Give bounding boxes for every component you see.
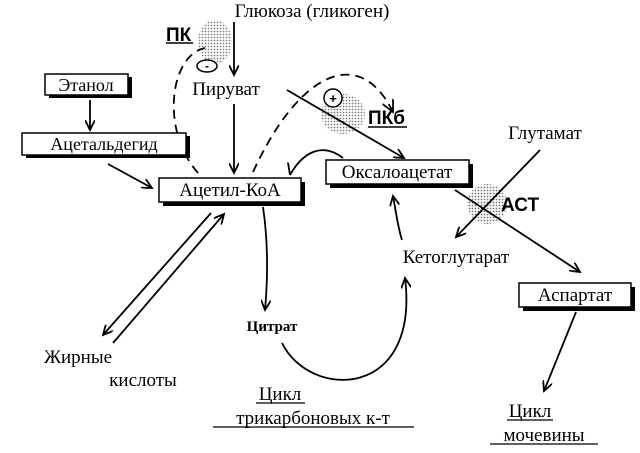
node-fatty-acids-line1: Жирные — [44, 347, 112, 368]
arrow-acetylcoa-to-citrate — [263, 206, 267, 310]
node-oxaloacetate: Оксалоацетат — [325, 159, 473, 188]
pk-shading — [198, 20, 232, 64]
arrow-acetylcoa-to-fattyacids — [103, 212, 212, 335]
node-ethanol-label: Этанол — [58, 75, 113, 95]
enzyme-ast: АСТ — [501, 195, 539, 216]
enzyme-pk: ПК — [166, 25, 192, 46]
node-glucose: Глюкоза (гликоген) — [235, 1, 390, 22]
inhibition-sign-text: - — [205, 59, 209, 73]
node-tca-cycle-line2: трикарбоновых к-т — [236, 408, 390, 429]
regulation-acetylcoa-activates-pkb — [252, 73, 393, 173]
node-aspartate-label: Аспартат — [538, 285, 613, 306]
node-acetyl-coa: Ацетил-КоА — [158, 177, 305, 206]
node-tca-cycle-line1: Цикл — [259, 384, 302, 405]
node-acetaldehyde-label: Ацетальдегид — [50, 134, 157, 154]
activation-sign: + — [323, 88, 343, 108]
node-urea-cycle-line1: Цикл — [509, 401, 552, 422]
node-acetyl-coa-label: Ацетил-КоА — [179, 180, 281, 201]
activation-sign-text: + — [329, 91, 337, 106]
node-oxaloacetate-label: Оксалоацетат — [342, 162, 453, 183]
node-pyruvate: Пируват — [192, 79, 260, 100]
arrow-oxaloacetate-to-aspartate — [454, 189, 580, 272]
node-acetaldehyde: Ацетальдегид — [21, 132, 190, 158]
arrow-fattyacids-to-acetylcoa — [112, 214, 224, 344]
node-glutamate: Глутамат — [508, 123, 582, 144]
node-ketoglutarate: Кетоглутарат — [403, 247, 510, 268]
arrow-citrate-to-ketoglutarate — [281, 278, 406, 381]
arrow-aspartate-to-ureacycle — [544, 311, 577, 391]
arrow-glutamate-to-ketoglutarate — [456, 149, 541, 237]
inhibition-sign: - — [196, 59, 218, 73]
arrow-pyruvate-to-oxaloacetate — [286, 89, 404, 158]
node-fatty-acids-line2: кислоты — [109, 370, 177, 391]
arrow-acetaldehyde-to-acetylcoa — [107, 163, 152, 188]
arrow-ketoglutarate-to-oxaloacetate — [393, 196, 403, 241]
node-aspartate: Аспартат — [518, 282, 635, 311]
enzyme-pkb: ПКб — [368, 108, 405, 129]
node-citrate: Цитрат — [247, 319, 298, 335]
node-ethanol: Этанол — [44, 73, 132, 98]
arrow-oxaloacetate-to-acetylcoa — [290, 149, 344, 176]
node-urea-cycle-line2: мочевины — [503, 425, 584, 446]
